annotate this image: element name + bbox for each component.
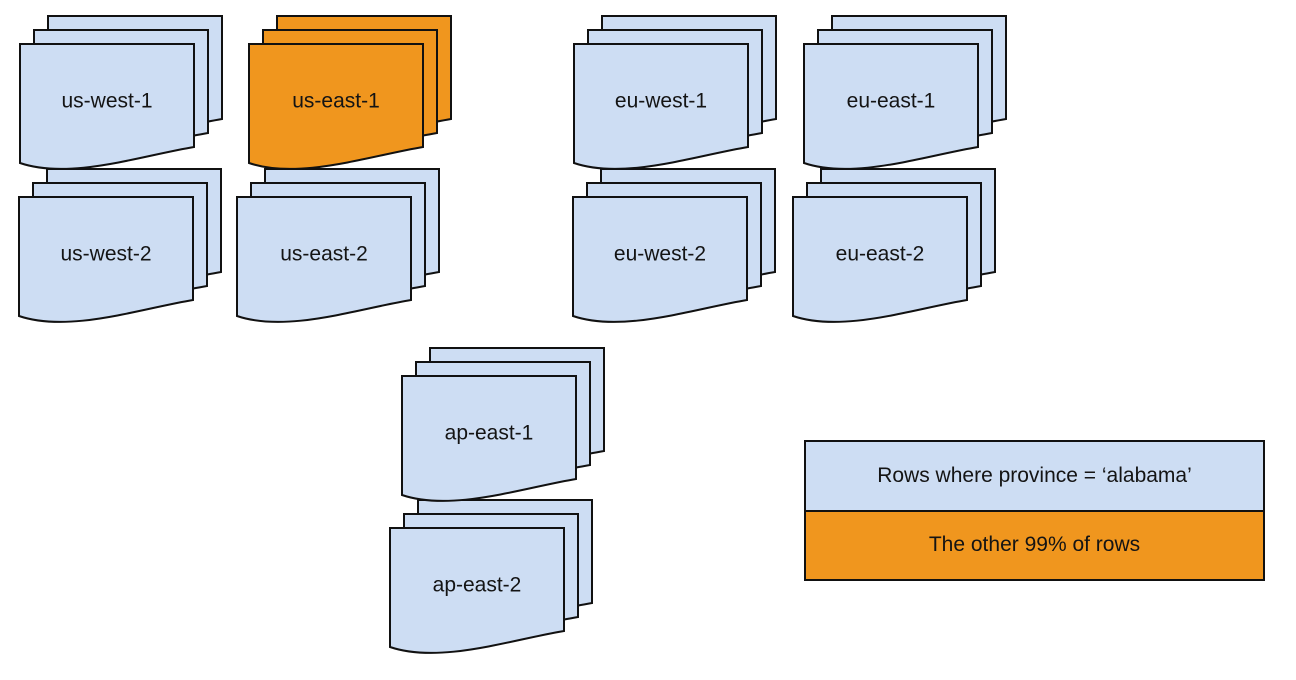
document-stack-icon: eu-east-1 <box>803 15 1007 170</box>
legend-item-label: The other 99% of rows <box>928 533 1141 557</box>
region-label: eu-east-1 <box>847 90 936 113</box>
region-label: us-west-1 <box>61 90 152 113</box>
region-label: us-west-2 <box>60 243 151 266</box>
document-stack-icon: ap-east-1 <box>401 347 605 502</box>
legend-item-label: Rows where province = ‘alabama’ <box>877 463 1192 487</box>
region-stack-us-east-1: us-east-1 <box>248 15 455 176</box>
document-stack-icon: us-west-1 <box>19 15 223 170</box>
region-label: ap-east-1 <box>445 422 534 445</box>
region-stack-eu-east-1: eu-east-1 <box>803 15 1010 176</box>
document-stack-icon: us-west-2 <box>18 168 222 323</box>
region-label: ap-east-2 <box>433 574 522 597</box>
region-label: eu-east-2 <box>836 243 925 266</box>
document-stack-icon: eu-west-1 <box>573 15 777 170</box>
legend-item-other-rows: The other 99% of rows <box>806 509 1263 579</box>
region-stack-us-west-2: us-west-2 <box>18 168 225 329</box>
document-stack-icon: us-east-1 <box>248 15 452 170</box>
legend: Rows where province = ‘alabama’ The othe… <box>804 440 1265 581</box>
region-stack-eu-west-2: eu-west-2 <box>572 168 779 329</box>
region-stack-us-west-1: us-west-1 <box>19 15 226 176</box>
legend-item-alabama-rows: Rows where province = ‘alabama’ <box>806 442 1263 510</box>
region-stack-ap-east-1: ap-east-1 <box>401 347 608 508</box>
document-stack-icon: eu-east-2 <box>792 168 996 323</box>
region-label: eu-west-1 <box>615 90 707 113</box>
region-stack-eu-west-1: eu-west-1 <box>573 15 780 176</box>
region-label: us-east-2 <box>280 243 368 266</box>
document-stack-icon: eu-west-2 <box>572 168 776 323</box>
region-label: eu-west-2 <box>614 243 706 266</box>
region-stack-us-east-2: us-east-2 <box>236 168 443 329</box>
region-label: us-east-1 <box>292 90 380 113</box>
region-stack-ap-east-2: ap-east-2 <box>389 499 596 660</box>
document-stack-icon: ap-east-2 <box>389 499 593 654</box>
region-stack-eu-east-2: eu-east-2 <box>792 168 999 329</box>
document-stack-icon: us-east-2 <box>236 168 440 323</box>
